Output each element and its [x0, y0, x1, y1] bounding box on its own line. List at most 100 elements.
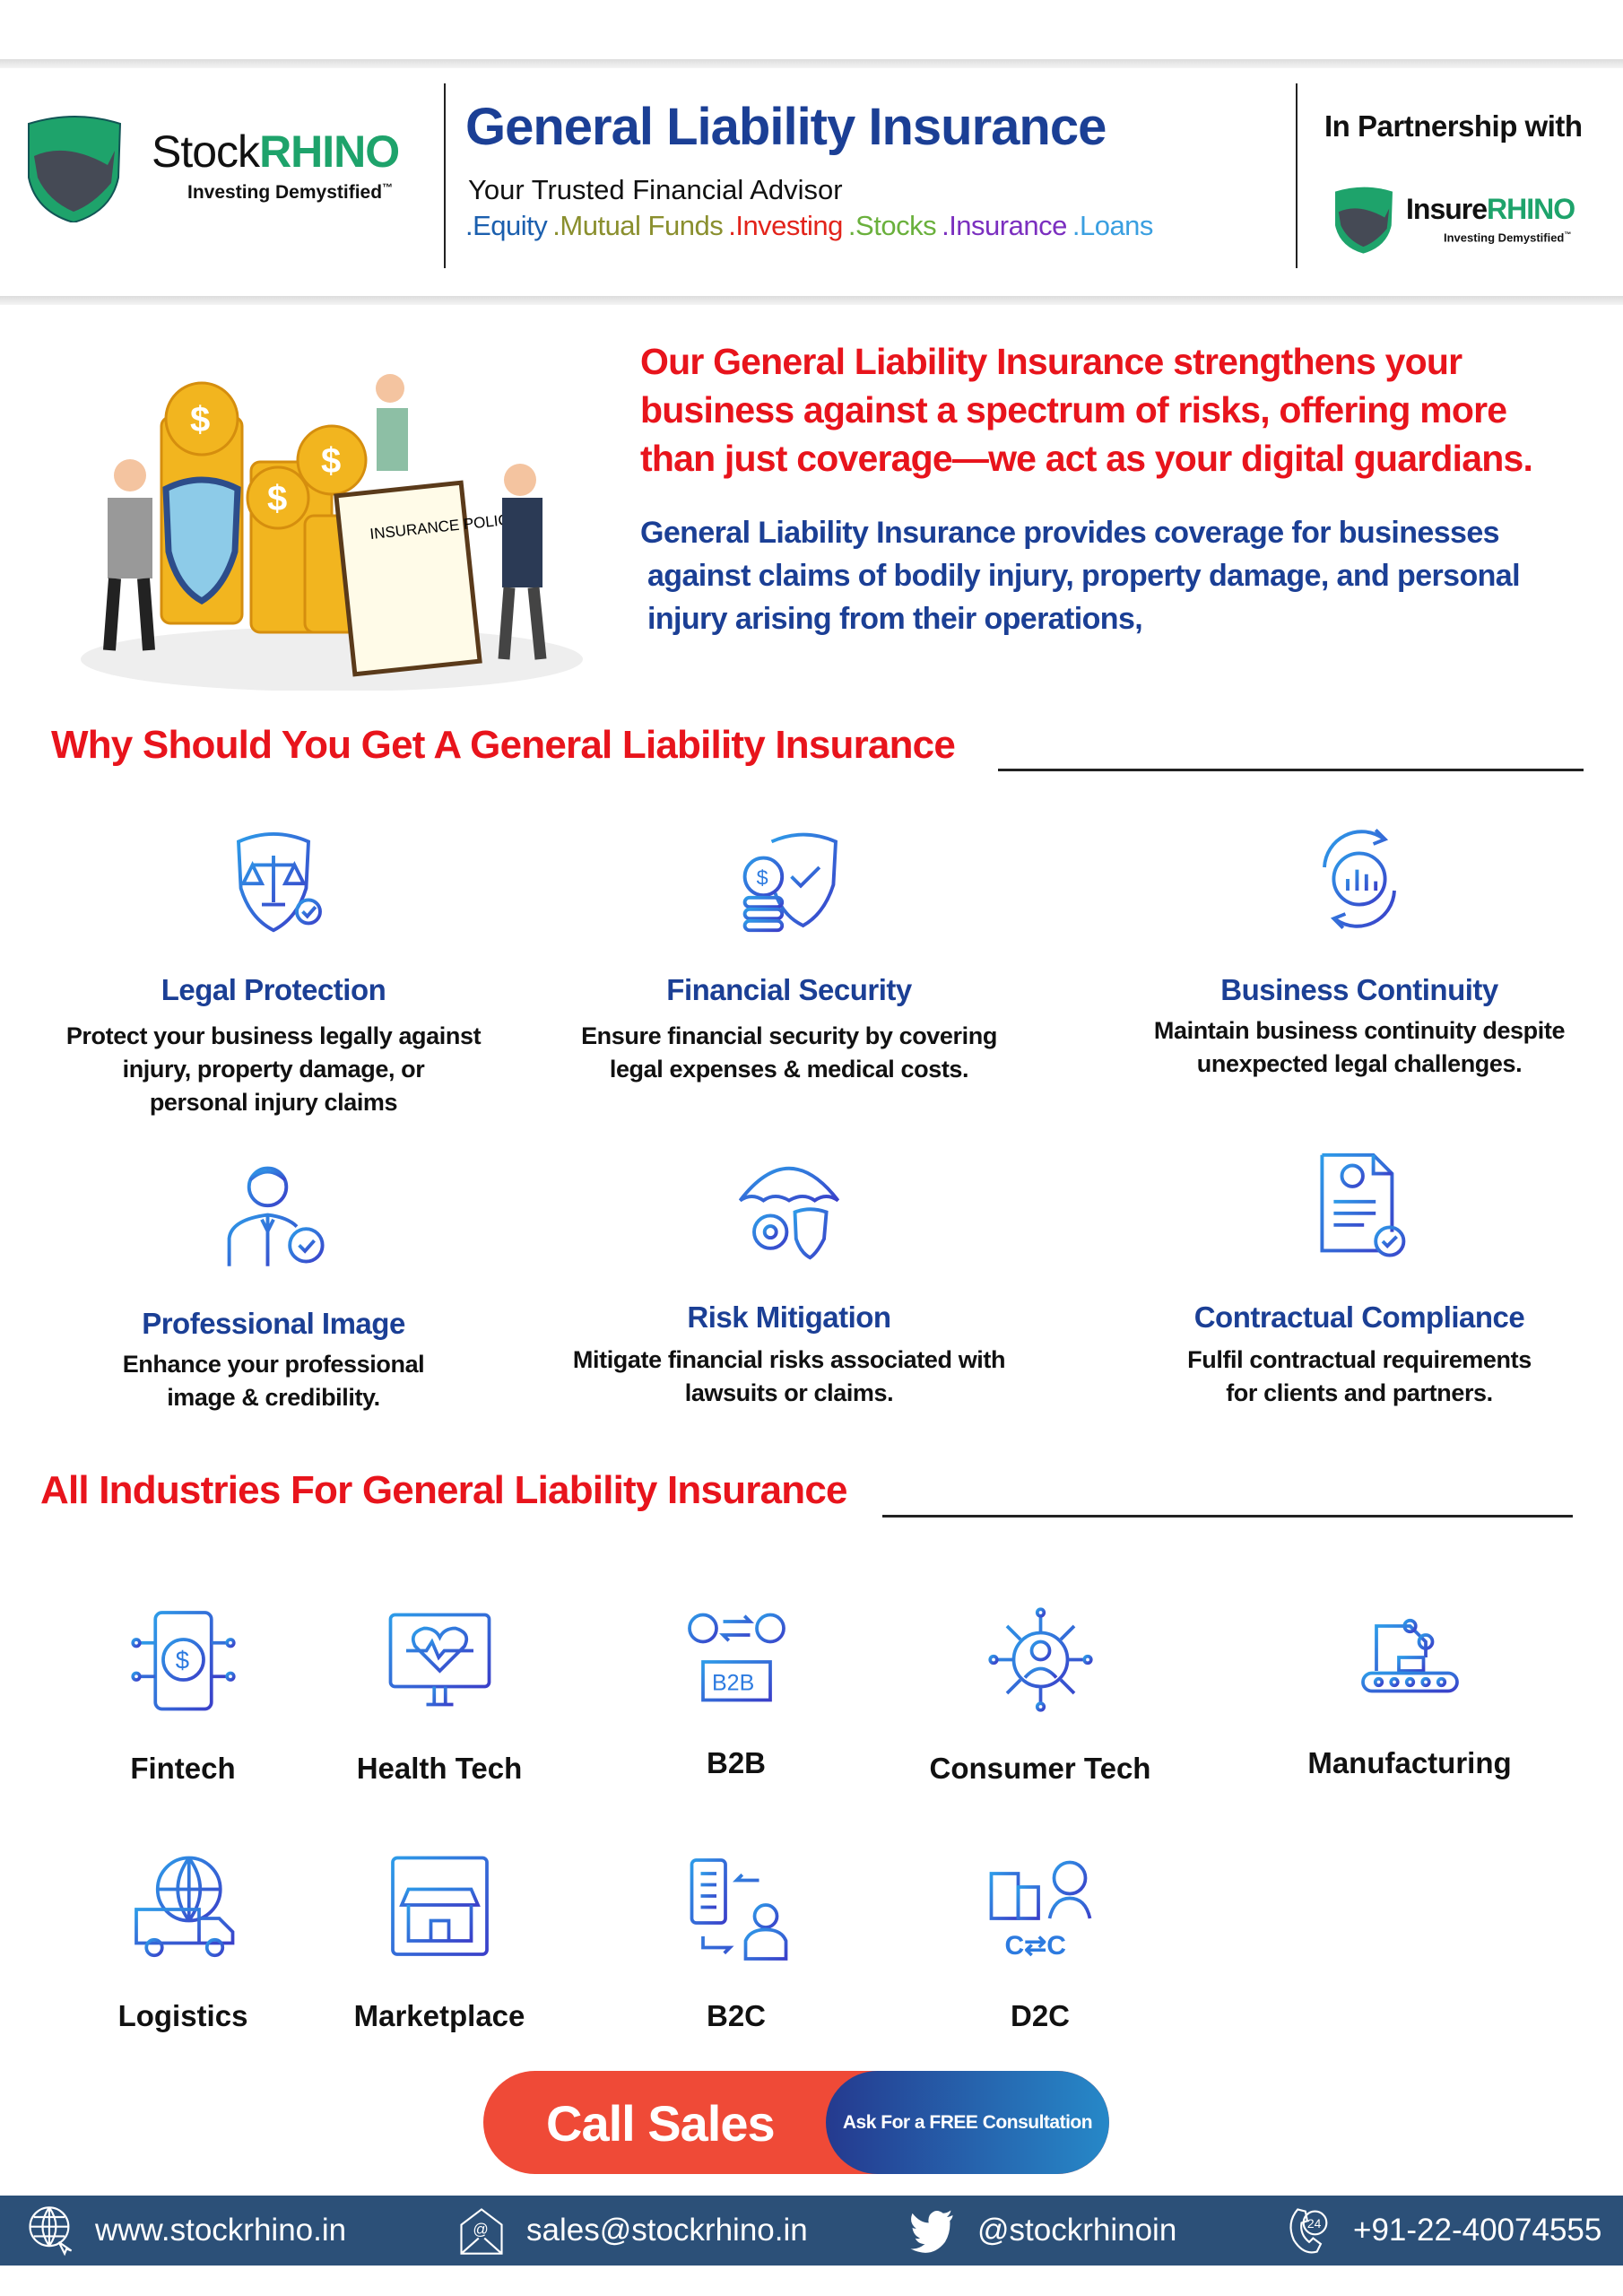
phone-number: +91-22-40074555 [1353, 2213, 1602, 2248]
feature-title: Risk Mitigation [687, 1300, 891, 1334]
footer-email-link[interactable]: @ sales@stockrhino.in [456, 2196, 808, 2266]
intro-body-line: General Liability Insurance provides cov… [640, 516, 1500, 550]
fintech-phone-icon: $ [130, 1611, 236, 1711]
intro-headline-line: than just coverage—we act as your digita… [640, 438, 1533, 479]
industry-label: B2C [706, 1999, 767, 2032]
svg-text:@: @ [473, 2220, 488, 2238]
footer-website-link[interactable]: www.stockrhino.in [25, 2196, 346, 2266]
industry-label: Manufacturing [1307, 1746, 1512, 1779]
c2c-buildings-icon: C⇄C [989, 1860, 1091, 1961]
feature-desc: legal expenses & medical costs. [609, 1056, 969, 1083]
service-tag: .Insurance [942, 210, 1067, 241]
industry-fintech: $ Fintech [48, 1604, 317, 1786]
feature-desc: Protect your business legally against [65, 1022, 482, 1049]
insurerhino-logo[interactable]: InsureRHINO Investing Demystified™ [1331, 186, 1600, 254]
svg-text:$: $ [190, 400, 210, 439]
footer-phone-link[interactable]: 24 +91-22-40074555 [1283, 2196, 1601, 2266]
industry-label: B2B [706, 1746, 767, 1779]
b2b-icon-text: B2B [712, 1670, 754, 1695]
call-sales-label: Call Sales [546, 2095, 776, 2152]
feature-desc: unexpected legal challenges. [1196, 1050, 1523, 1077]
industry-b2c: B2C [602, 1851, 871, 2033]
intro-headline-line: Our General Liability Insurance strength… [640, 341, 1462, 382]
industry-label: Marketplace [353, 1999, 525, 2032]
factory-robot-arm-icon [1360, 1618, 1459, 1693]
feature-title: Financial Security [666, 973, 912, 1006]
feature-title: Legal Protection [161, 973, 386, 1006]
page-title: General Liability Insurance [465, 98, 1107, 156]
industry-consumer-tech: Consumer Tech [906, 1604, 1175, 1786]
industry-logistics: Logistics [48, 1851, 317, 2033]
feature-desc: Ensure financial security by covering [581, 1022, 997, 1049]
feature-title: Business Continuity [1220, 973, 1498, 1006]
footer-bar: www.stockrhino.in @ sales@stockrhino.in … [0, 2196, 1623, 2266]
logo-tm: ™ [382, 181, 394, 194]
partnership-label: In Partnership with [1324, 109, 1583, 143]
intro-headline-line: business against a spectrum of risks, of… [640, 389, 1507, 430]
industry-manufacturing: Manufacturing [1275, 1604, 1544, 1780]
industry-label: Consumer Tech [929, 1752, 1151, 1785]
industry-b2b: B2B B2B [602, 1604, 871, 1780]
feature-desc: Mitigate financial risks associated with [572, 1346, 1006, 1373]
industry-marketplace: Marketplace [305, 1851, 574, 2033]
feature-desc: Fulfil contractual requirements [1187, 1346, 1532, 1373]
twitter-handle: @stockrhinoin [977, 2213, 1177, 2248]
industries-heading: All Industries For General Liability Ins… [40, 1468, 847, 1512]
rhino-shield-icon [1335, 187, 1393, 254]
feature-business-continuity: Business Continuity Maintain business co… [1108, 821, 1610, 1081]
email-text: sales@stockrhino.in [526, 2213, 808, 2248]
phone-badge-text: 24 [1307, 2216, 1322, 2231]
header-divider [444, 83, 446, 268]
consumer-network-icon [987, 1607, 1093, 1712]
partner-brand-a: Insure [1406, 193, 1488, 225]
logo-brand-a: Stock [152, 126, 260, 177]
globe-icon [29, 2206, 73, 2257]
service-tag: .Loans [1072, 210, 1154, 241]
feature-legal-protection: Legal Protection Protect your business l… [22, 821, 525, 1119]
feature-desc: for clients and partners. [1226, 1379, 1493, 1406]
feature-desc: lawsuits or claims. [684, 1379, 894, 1406]
feature-desc: Maintain business continuity despite [1153, 1017, 1566, 1044]
website-text: www.stockrhino.in [95, 2213, 347, 2248]
feature-desc: personal injury claims [149, 1089, 398, 1116]
svg-text:$: $ [757, 866, 768, 890]
industry-d2c: C⇄C D2C [906, 1851, 1175, 2033]
svg-text:$: $ [175, 1647, 188, 1674]
globe-truck-icon [134, 1856, 234, 1958]
monitor-heart-icon [388, 1613, 490, 1707]
partner-tm: ™ [1564, 230, 1572, 239]
feature-desc: image & credibility. [167, 1384, 380, 1411]
footer-twitter-link[interactable]: @stockrhinoin [907, 2196, 1176, 2266]
c2c-icon-text: C⇄C [1004, 1931, 1065, 1961]
why-heading: Why Should You Get A General Liability I… [51, 723, 956, 767]
feature-professional-image: Professional Image Enhance your professi… [22, 1154, 525, 1414]
stockrhino-logo[interactable]: StockRHINO Investing Demystified™ [22, 115, 434, 222]
feature-financial-security: $ Financial Security Ensure financial se… [538, 821, 1040, 1086]
feature-title: Contractual Compliance [1193, 1300, 1525, 1334]
intro-body: General Liability Insurance provides cov… [640, 511, 1521, 640]
svg-text:$: $ [267, 479, 287, 518]
storefront-icon [390, 1856, 489, 1956]
subtitle: Your Trusted Financial Advisor [468, 174, 843, 205]
heading-underline [998, 769, 1584, 771]
feature-title: Professional Image [142, 1307, 405, 1340]
service-tags: .Equity.Mutual Funds.Investing.Stocks.In… [465, 210, 1159, 242]
header-top-border [0, 59, 1623, 68]
service-tag: .Equity [465, 210, 548, 241]
feature-risk-mitigation: Risk Mitigation Mitigate financial risks… [538, 1148, 1040, 1410]
free-consultation-button[interactable]: Ask For a FREE Consultation [826, 2071, 1109, 2174]
industry-label: D2C [1010, 1999, 1071, 2032]
feature-contractual-compliance: Contractual Compliance Fulfil contractua… [1108, 1148, 1610, 1410]
logo-brand-b: RHINO [259, 126, 400, 177]
call-sales-button[interactable]: Call Sales Ask For a FREE Consultation [483, 2071, 1109, 2174]
umbrella-shield-icon [738, 1160, 840, 1260]
industry-health-tech: Health Tech [305, 1604, 574, 1786]
header-bottom-border [0, 296, 1623, 305]
b2b-exchange-icon: B2B [687, 1613, 785, 1702]
service-tag: .Mutual Funds [552, 210, 724, 241]
industry-label: Logistics [117, 1999, 248, 2032]
document-gear-icon [1320, 1152, 1406, 1257]
shield-scales-icon [236, 832, 322, 933]
rhino-shield-icon [28, 116, 122, 222]
industry-label: Health Tech [356, 1752, 523, 1785]
